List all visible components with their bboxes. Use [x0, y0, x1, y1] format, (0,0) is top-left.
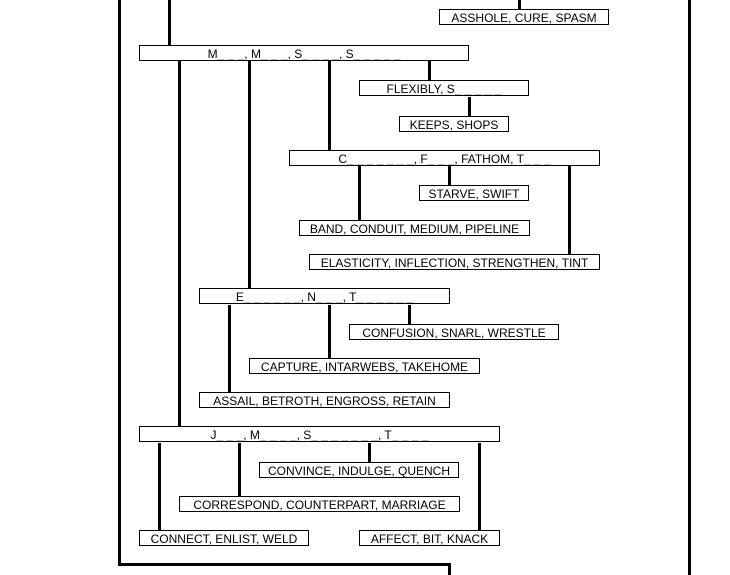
connector-m-group-to-j-group	[178, 61, 181, 426]
connector-c-group-to-elasticity	[568, 166, 571, 254]
connector-e-group-to-assail	[228, 305, 231, 392]
connector-m-group-to-flexibly	[428, 61, 431, 80]
connector-m-group-to-e-group	[248, 61, 251, 288]
node-band-conduit-medium-pipeline: BAND, CONDUIT, MEDIUM, PIPELINE	[299, 220, 530, 236]
node-e-n-t: E_ _ _ _ _ _, N_ _ _, T_ _ _ _ _ _	[199, 288, 450, 304]
node-keeps-shops: KEEPS, SHOPS	[399, 116, 509, 132]
node-connect-enlist-weld: CONNECT, ENLIST, WELD	[139, 530, 309, 546]
connector-flexibly-to-keeps	[468, 97, 471, 116]
connector-j-group-to-affect	[478, 443, 481, 530]
node-flexibly-s: FLEXIBLY, S_ _ _ _ _	[359, 80, 529, 96]
node-confusion-snarl-wrestle: CONFUSION, SNARL, WRESTLE	[349, 324, 559, 340]
connector-e-group-to-capture	[328, 305, 331, 358]
connector-top-to-m-group	[168, 0, 171, 45]
node-assail-betroth-engross-retain: ASSAIL, BETROTH, ENGROSS, RETAIN	[199, 392, 450, 408]
outer-right-line	[688, 0, 691, 575]
outer-left-line	[118, 0, 121, 566]
node-j-m-s-t: J_ _ _, M_ _ _ _, S_ _ _ _ _ _ _, T_ _ _…	[139, 426, 500, 442]
connector-j-group-to-connect	[158, 443, 161, 530]
connector-j-group-to-correspond	[238, 443, 241, 496]
outer-bottom-right-line	[448, 563, 451, 575]
connector-c-group-to-starve	[448, 166, 451, 185]
outer-bottom-line	[118, 563, 451, 566]
connector-j-group-to-convince	[368, 443, 371, 462]
node-c-f-fathom-t: C_ _ _ _ _ _ _, F_ _ _, FATHOM, T_ _ _	[289, 150, 600, 166]
node-elasticity-inflection-strengthen-tint: ELASTICITY, INFLECTION, STRENGTHEN, TINT	[309, 254, 600, 270]
node-starve-swift: STARVE, SWIFT	[419, 185, 529, 201]
node-asshole-cure-spasm: ASSHOLE, CURE, SPASM	[439, 9, 609, 25]
node-convince-indulge-quench: CONVINCE, INDULGE, QUENCH	[259, 462, 459, 478]
connector-e-group-to-confusion	[408, 305, 411, 324]
connector-top-to-asshole	[518, 0, 521, 9]
node-affect-bit-knack: AFFECT, BIT, KNACK	[359, 530, 500, 546]
node-m-m-s-s: M_ _ _, M_ _ _, S_ _ _ _, S_ _ _ _ _	[139, 45, 469, 61]
node-capture-intarwebs-takehome: CAPTURE, INTARWEBS, TAKEHOME	[249, 358, 480, 374]
connector-m-group-to-c-group	[328, 61, 331, 150]
node-correspond-counterpart-marriage: CORRESPOND, COUNTERPART, MARRIAGE	[179, 496, 460, 512]
connector-c-group-to-band	[358, 166, 361, 220]
